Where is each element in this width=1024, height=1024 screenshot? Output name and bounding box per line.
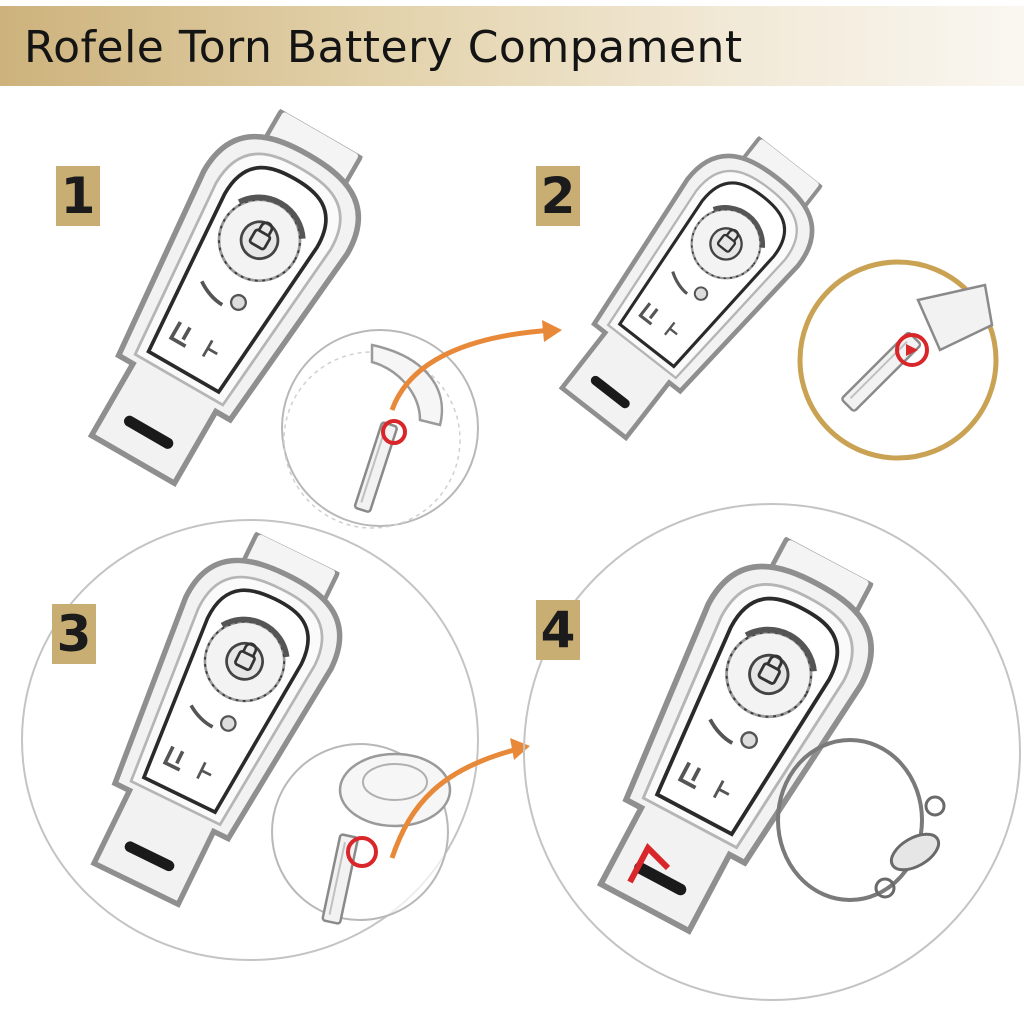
step-3-badge: 3 [52, 604, 96, 664]
curved-arrow-icon [389, 327, 556, 411]
battery-icon [353, 421, 398, 513]
step-2-badge: 2 [536, 166, 580, 226]
key-fob-illustration [539, 116, 847, 456]
step-4-outline [523, 503, 1021, 1001]
key-ring-tag [889, 832, 941, 872]
title-banner: Rofele Torn Battery Compament [0, 6, 1024, 86]
key-ring-icon [776, 738, 924, 902]
step-1-panel [61, 90, 562, 529]
highlight-circle [895, 333, 929, 367]
step-3-outline [21, 519, 479, 961]
curved-arrow-icon [389, 745, 523, 859]
step-4-badge: 4 [536, 600, 580, 660]
step-1-badge: 1 [56, 166, 100, 226]
key-fob-illustration [569, 518, 907, 948]
page-title: Rofele Torn Battery Compament [24, 22, 743, 73]
highlight-circle [381, 419, 407, 445]
highlight-circle [346, 836, 378, 868]
step-2-panel [539, 116, 999, 461]
step-4-panel [523, 503, 1021, 1001]
step-3-panel [21, 515, 530, 961]
highlight-chevron [627, 843, 671, 884]
